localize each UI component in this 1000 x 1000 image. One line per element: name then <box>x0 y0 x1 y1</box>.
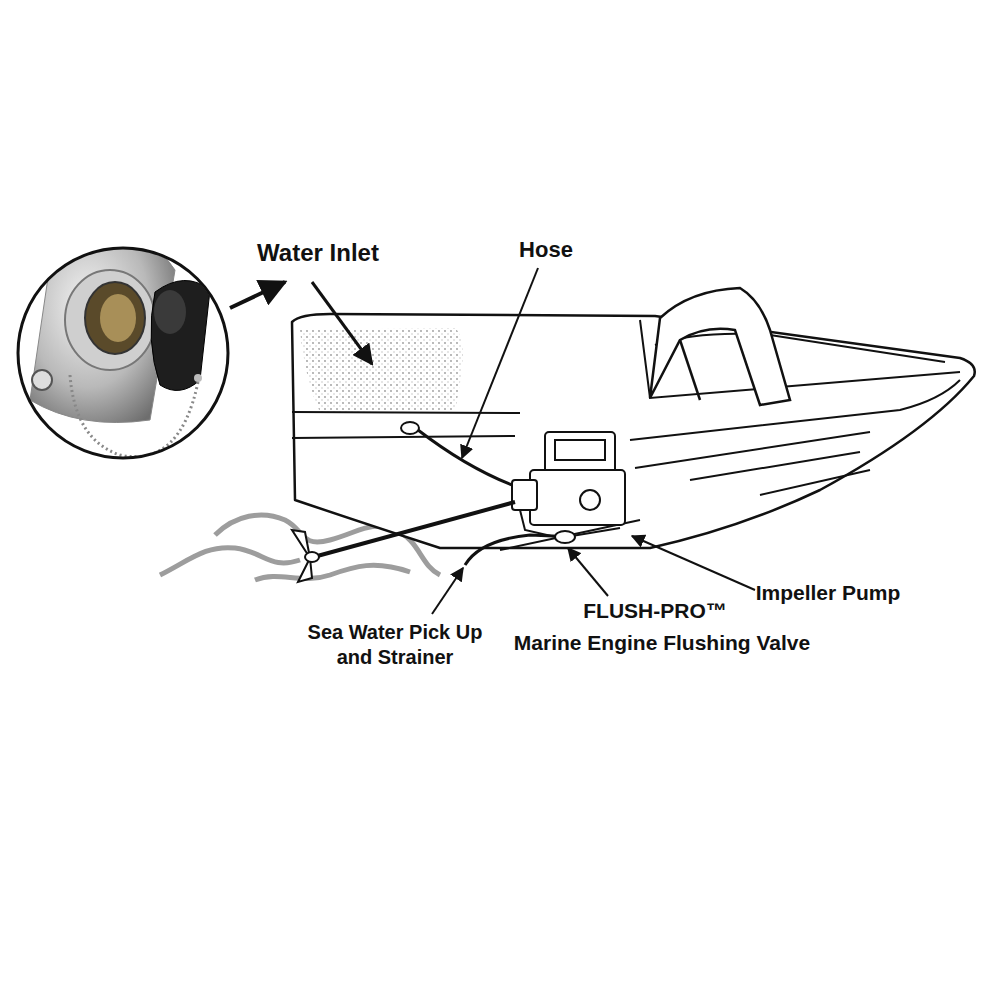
part-label: Water Inlet <box>233 238 403 268</box>
leader-line <box>462 268 538 458</box>
propeller <box>292 530 319 582</box>
leader-lines <box>230 268 755 614</box>
inlet-bore <box>100 294 136 342</box>
part-label: Impeller Pump <box>743 580 913 606</box>
flange-screw <box>32 370 52 390</box>
closeup-arrow <box>230 282 285 308</box>
hull-stripe <box>635 432 870 468</box>
cap-ring <box>194 374 202 382</box>
leader-line <box>312 282 372 364</box>
deck-line <box>655 334 945 362</box>
hull-outline <box>292 314 975 548</box>
inlet-body <box>65 270 155 370</box>
leader-line <box>568 548 608 596</box>
leader-line <box>632 536 755 590</box>
boat-hull <box>292 314 975 548</box>
hull-stripe <box>690 452 860 480</box>
leader-line <box>432 568 463 614</box>
hull-stripe <box>630 380 960 440</box>
wake-line <box>255 565 410 580</box>
windshield-frame <box>650 288 790 405</box>
closeup-ring <box>18 248 228 458</box>
part-label: Marine Engine Flushing Valve <box>497 630 827 656</box>
pulley <box>580 490 600 510</box>
pump-housing <box>512 480 537 510</box>
flange-screw <box>68 235 88 255</box>
engine <box>512 432 625 538</box>
engine-base <box>530 470 625 525</box>
inlet-thread <box>85 282 145 354</box>
inlet-closeup <box>15 227 235 465</box>
part-label: Sea Water Pick Up and Strainer <box>293 620 498 670</box>
hull-stripe <box>760 470 870 495</box>
windshield <box>650 288 790 405</box>
cap-face <box>154 290 186 334</box>
hose-fitting <box>401 422 419 434</box>
wake-line <box>160 548 300 575</box>
engine-top <box>555 440 605 460</box>
inlet-cap <box>151 280 210 390</box>
hull-lines <box>292 320 960 550</box>
water-inlet-shading <box>300 328 463 412</box>
prop-hub <box>305 552 319 562</box>
windshield-post <box>680 340 700 400</box>
part-label: Hose <box>501 236 591 264</box>
product-name: FLUSH-PRO™ <box>575 598 735 624</box>
gunwale-line <box>292 436 515 438</box>
flush-valve <box>555 531 575 543</box>
chain <box>70 375 198 457</box>
prop-shaft <box>310 502 515 558</box>
gunwale-line <box>292 412 520 413</box>
